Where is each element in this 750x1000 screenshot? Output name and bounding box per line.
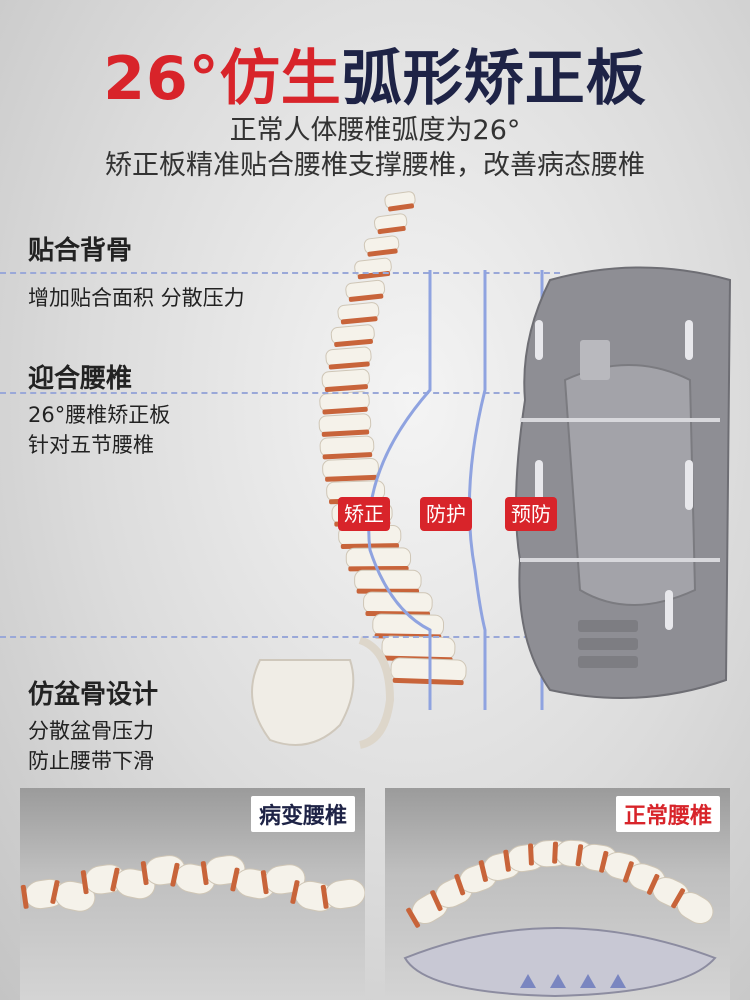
title-red-part: 26°仿生 bbox=[103, 44, 342, 114]
feature-title-3: 仿盆骨设计 bbox=[28, 680, 159, 710]
spine-illustration bbox=[251, 191, 467, 749]
vertebra bbox=[671, 888, 714, 924]
vertebra bbox=[319, 391, 370, 415]
support-arrows bbox=[520, 974, 626, 988]
vertebra bbox=[319, 435, 375, 460]
vertebra bbox=[322, 457, 379, 482]
feature-title-1: 贴合背骨 bbox=[28, 236, 133, 266]
feature-desc-2-line-2: 针对五节腰椎 bbox=[28, 433, 154, 457]
feature-desc-3-line-2: 防止腰带下滑 bbox=[28, 749, 154, 773]
subtitle-line-1: 正常人体腰椎弧度为26° bbox=[229, 115, 521, 146]
vertebra bbox=[337, 302, 380, 325]
guide-line-middle bbox=[0, 392, 560, 394]
normal-spine-illustration bbox=[403, 839, 717, 998]
vertebra bbox=[384, 191, 416, 212]
panel-diseased-spine: 病变腰椎 bbox=[20, 788, 365, 1000]
corrector-board bbox=[515, 266, 732, 699]
vertebra bbox=[325, 346, 372, 370]
feature-desc-3-line-1: 分散盆骨压力 bbox=[28, 719, 154, 743]
board-side-view bbox=[403, 927, 717, 998]
vertebra bbox=[321, 368, 370, 392]
panel-right-label: 正常腰椎 bbox=[615, 796, 720, 832]
title-dark-part: 弧形矫正板 bbox=[341, 44, 647, 114]
page-title: 26°仿生弧形矫正板 bbox=[0, 30, 750, 117]
diseased-spine-illustration bbox=[20, 855, 365, 912]
vertebra bbox=[552, 839, 595, 868]
guide-line-top bbox=[0, 272, 560, 274]
feature-desc-1-line-1: 增加贴合面积 分散压力 bbox=[28, 286, 245, 310]
feature-desc-2-line-1: 26°腰椎矫正板 bbox=[28, 403, 171, 427]
feature-title-2: 迎合腰椎 bbox=[28, 364, 133, 394]
badge-prevent: 预防 bbox=[505, 497, 557, 531]
subtitle-line-2: 矫正板精准贴合腰椎支撑腰椎，改善病态腰椎 bbox=[105, 150, 645, 181]
vertebra bbox=[320, 878, 365, 910]
vertebra bbox=[318, 413, 372, 437]
vertebra bbox=[363, 235, 400, 257]
vertebra bbox=[345, 279, 386, 302]
badge-protect: 防护 bbox=[420, 497, 472, 531]
vertebra bbox=[330, 324, 375, 347]
vertebra bbox=[373, 213, 408, 235]
panel-left-label: 病变腰椎 bbox=[250, 796, 355, 832]
panel-normal-spine: 正常腰椎 bbox=[385, 788, 730, 1000]
guide-line-bottom bbox=[0, 636, 560, 638]
badge-correct: 矫正 bbox=[338, 497, 390, 531]
